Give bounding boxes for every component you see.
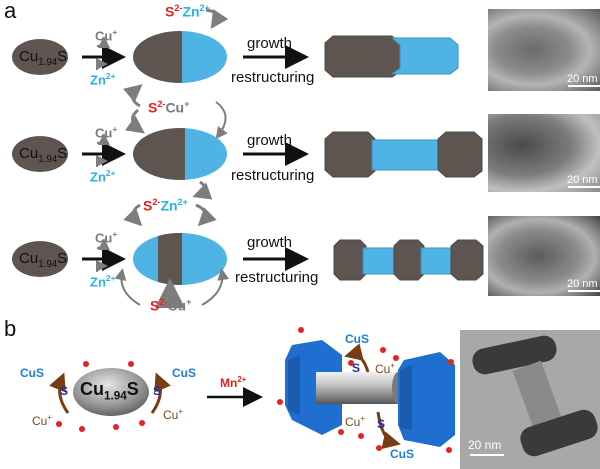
precursor-base: Cu	[19, 48, 39, 65]
cu-out-arrow-2	[96, 133, 110, 146]
exchange-arrow-a	[123, 84, 143, 108]
cus-label-bottom: CuS	[390, 447, 414, 461]
panel-a-label: a	[4, 0, 17, 23]
bottom-brown-arrow	[376, 411, 401, 450]
s-cu-label-2: S2-Cu+	[150, 297, 192, 314]
precursor-ellipse-3	[12, 241, 68, 277]
growth-label-2: growth	[247, 132, 293, 149]
sulfur-dots	[56, 327, 454, 453]
precursor-label-3: Cu1.94S	[19, 250, 68, 270]
tem-rod	[512, 360, 562, 428]
janus-rod	[324, 35, 459, 78]
scale-label-2: 20 nm	[567, 174, 598, 186]
exchange-arrow-e	[123, 203, 143, 227]
growth-label-1: growth	[247, 35, 293, 52]
cu-ion-label-3: Cu+	[95, 229, 118, 246]
precursor-label-2: Cu1.94S	[19, 145, 68, 165]
curl-arrow-1	[205, 8, 229, 29]
exchange-arrow-c	[215, 101, 228, 140]
dumbbell-rod	[324, 131, 483, 178]
cu-out-arrow-1	[96, 36, 110, 49]
scale-bar-1	[568, 85, 600, 87]
mn-label: Mn2+	[220, 375, 247, 390]
multisegment-rod	[333, 239, 484, 281]
cu-ion-label-2: Cu+	[95, 124, 118, 141]
panel-b-label: b	[4, 316, 17, 341]
scale-bar-b	[470, 454, 504, 456]
zn-ion-label-1: Zn2+	[90, 71, 116, 88]
scale-label-b: 20 nm	[468, 438, 502, 452]
s-cu-label-1: S2-Cu+	[148, 99, 190, 116]
tem-image-1: 20 nm	[488, 9, 600, 91]
scale-label-3: 20 nm	[567, 278, 598, 290]
precursor-sub: 1.94	[38, 57, 58, 68]
precursor-ellipse-1	[12, 39, 68, 75]
s-zn-label-1: S2-Zn2+	[165, 3, 210, 20]
s-zn-label-2: S2-Zn2+	[143, 197, 188, 214]
s-label-top: S	[352, 361, 361, 375]
precursor-label-1: Cu1.94S	[19, 49, 67, 68]
exchange-arrow-b	[125, 108, 145, 134]
tem-image-2: 20 nm	[488, 114, 600, 192]
core-label: Cu1.94S	[80, 379, 139, 403]
exchange-arrow-d	[192, 180, 213, 200]
cu-label-top: Cu+	[375, 361, 395, 376]
precursor-ellipse-2	[12, 136, 68, 172]
cus-label-top: CuS	[345, 332, 369, 346]
exchange-arrow-f	[195, 203, 217, 227]
cu-ion-label-1: Cu+	[95, 27, 118, 44]
exchange-arrow-h	[201, 268, 230, 306]
cu194s-core	[73, 368, 149, 416]
restructuring-label-2: restructuring	[231, 167, 315, 184]
s-label-left: S	[60, 384, 69, 398]
zn-in-arrow-3	[95, 260, 108, 273]
cus-label-right: CuS	[172, 366, 196, 380]
banded-particle	[133, 233, 227, 285]
cu-label-left: Cu+	[32, 413, 52, 428]
zn-in-arrow-1	[95, 58, 108, 71]
precursor-tail: S	[57, 48, 68, 65]
janus-particle	[133, 31, 227, 83]
cu-label-bottom: Cu+	[345, 414, 365, 429]
cu-label-right: Cu+	[163, 407, 183, 422]
exchange-arrow-g	[114, 268, 141, 306]
scale-bar-2	[568, 186, 600, 188]
restructuring-label-3: restructuring	[235, 269, 319, 286]
scale-bar-3	[568, 290, 600, 292]
restructuring-label-1: restructuring	[231, 69, 315, 86]
left-brown-arrow	[49, 372, 70, 414]
scale-label-1: 20 nm	[567, 73, 598, 85]
cu-out-arrow-3	[96, 238, 110, 251]
tem-image-b: 20 nm	[460, 330, 600, 469]
cus-label-left: CuS	[20, 366, 44, 380]
zn-ion-label-2: Zn2+	[90, 168, 116, 185]
zn-ion-label-3: Zn2+	[90, 273, 116, 290]
top-brown-arrow	[344, 343, 370, 373]
s-label-right: S	[153, 384, 162, 398]
growth-label-3: growth	[247, 234, 293, 251]
s-label-bottom: S	[377, 417, 386, 431]
tem-image-3: 20 nm	[488, 216, 600, 296]
cus-dumbbell	[285, 340, 455, 447]
zn-in-arrow-2	[95, 155, 108, 168]
right-brown-arrow	[150, 372, 171, 414]
